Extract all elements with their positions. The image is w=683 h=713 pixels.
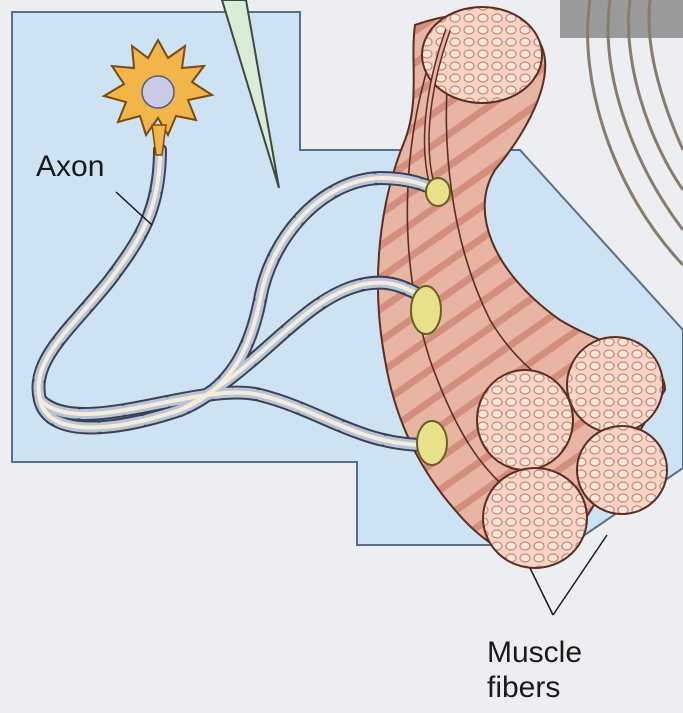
muscle-fibers-label-line2: fibers — [487, 671, 582, 706]
muscle-fibers-label: Muscle fibers — [487, 636, 582, 705]
fiber-end-3 — [577, 426, 667, 514]
axon-label: Axon — [36, 150, 104, 185]
fiber-end-1 — [567, 337, 663, 433]
nucleus — [142, 76, 174, 108]
neuromuscular-junction-icon — [426, 178, 450, 206]
neuromuscular-junction-icon — [417, 421, 447, 465]
fiber-end-2 — [477, 370, 573, 470]
fiber-end-4 — [483, 468, 587, 568]
muscle-fibers-label-line1: Muscle — [487, 636, 582, 671]
neuromuscular-junction-icon — [411, 286, 441, 334]
